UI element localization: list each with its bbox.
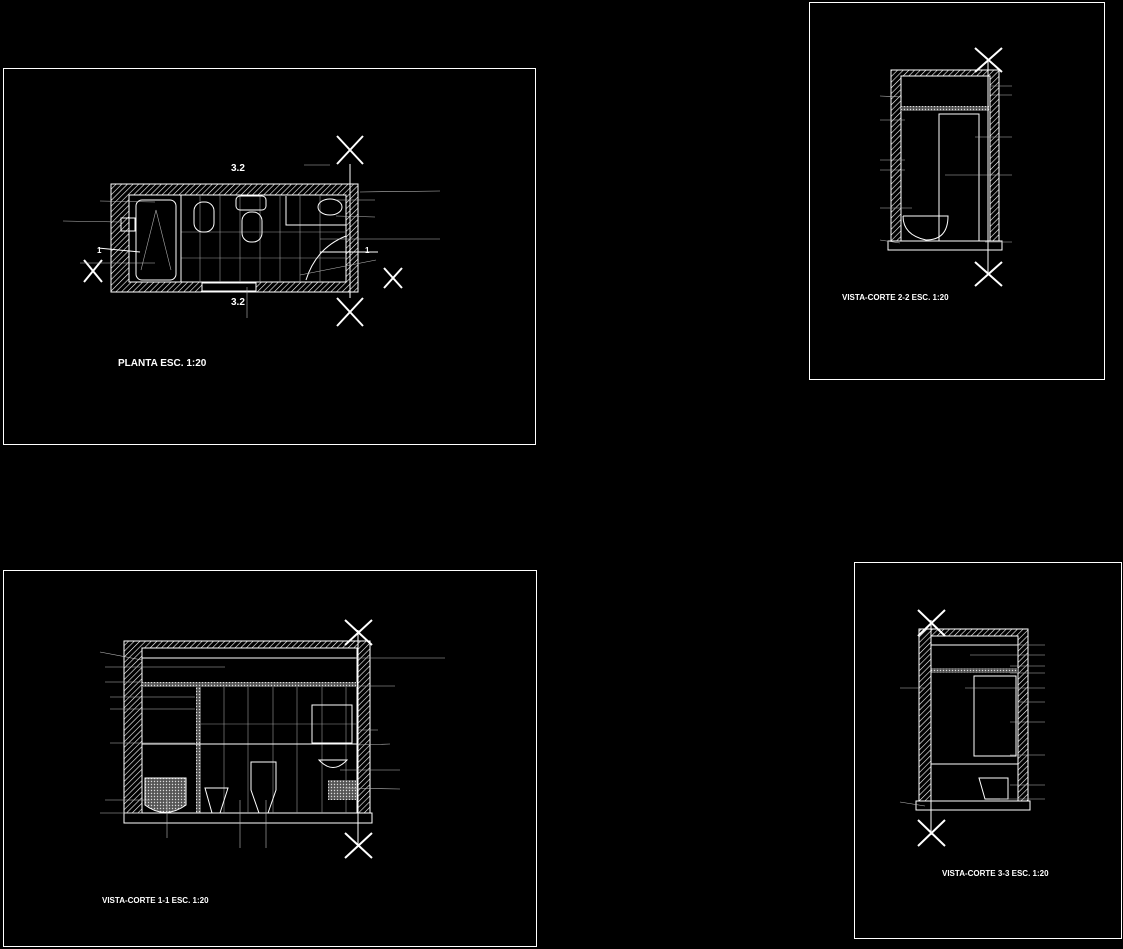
section-label: 3.2	[231, 163, 245, 174]
section-label: 1	[97, 246, 102, 255]
toilet	[250, 761, 277, 814]
washbasin	[285, 196, 346, 226]
section-markers	[917, 609, 946, 847]
washbasin	[317, 759, 349, 768]
sheet-title: VISTA-CORTE 1-1 ESC. 1:20	[102, 896, 209, 905]
partition-wall	[196, 687, 201, 815]
sheet-frame	[809, 2, 1105, 380]
section-label: 1	[365, 246, 370, 255]
section-label: 3.2	[231, 297, 245, 308]
sheet-frame	[854, 562, 1122, 939]
bidet	[193, 201, 215, 233]
section-markers	[344, 619, 373, 859]
annotation-leaders	[879, 85, 1012, 244]
plan-walls	[110, 183, 359, 293]
shower-glass	[973, 675, 1017, 757]
ceiling-slab	[901, 106, 990, 111]
room-interior	[900, 75, 991, 242]
door-threshold	[201, 282, 257, 292]
section-markers	[974, 47, 1003, 287]
bathtub	[135, 195, 182, 282]
mirror	[311, 704, 353, 744]
bidet	[204, 787, 229, 814]
sheet-frame	[3, 68, 536, 445]
section-2-2-sheet: VISTA-CORTE 2-2 ESC. 1:20	[809, 2, 1105, 380]
toilet	[902, 215, 949, 241]
sheet-frame	[3, 570, 537, 947]
shower-glass	[938, 113, 980, 242]
toilet	[235, 195, 267, 243]
section-1-1-sheet: VISTA-CORTE 1-1 ESC. 1:20	[3, 570, 537, 947]
ceiling-slab	[142, 682, 357, 687]
annotation-leaders	[99, 651, 445, 848]
vanity-cabinet	[328, 780, 356, 800]
wall-cabinet	[120, 217, 136, 232]
floor-slab	[915, 800, 1031, 811]
plan-sheet: 3.2 3.2 1 1 PLANTA ESC. 1:20	[3, 68, 536, 445]
door-swing	[305, 235, 347, 281]
annotation-leaders	[62, 164, 441, 318]
bathtub	[144, 777, 187, 813]
annotation-leaders	[899, 644, 1045, 807]
floor-slab	[887, 240, 1003, 251]
section-3-3-sheet: VISTA-CORTE 3-3 ESC. 1:20	[854, 562, 1122, 939]
sheet-title: PLANTA ESC. 1:20	[118, 358, 207, 369]
sheet-title: VISTA-CORTE 3-3 ESC. 1:20	[942, 869, 1049, 878]
section-markers	[83, 135, 403, 327]
floor-slab	[123, 812, 373, 824]
ceiling-slab	[931, 668, 1018, 673]
sheet-title: VISTA-CORTE 2-2 ESC. 1:20	[842, 293, 949, 302]
